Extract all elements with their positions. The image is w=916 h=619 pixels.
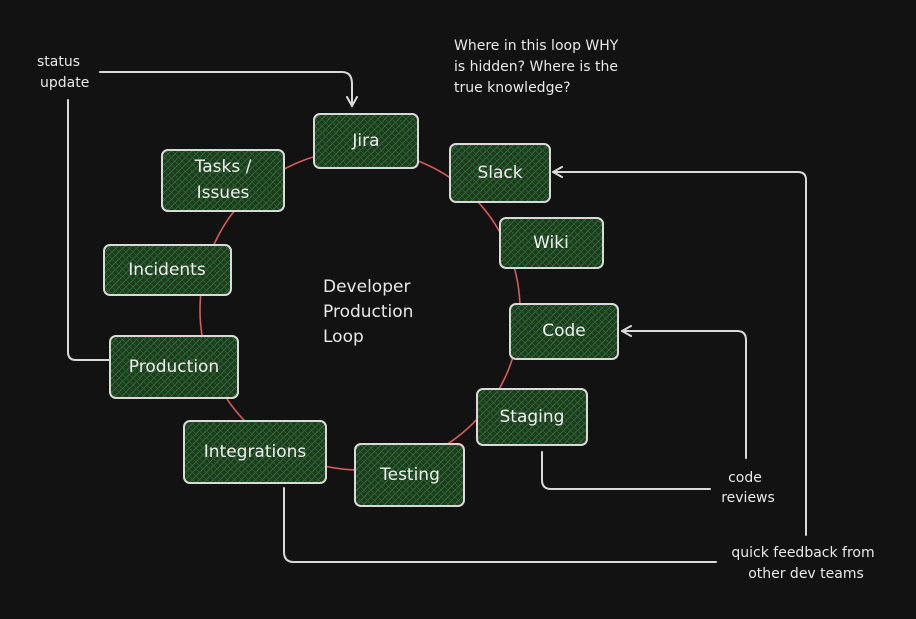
code-reviews-note: code reviews — [721, 470, 775, 506]
node-production-label: Production — [129, 357, 219, 377]
node-integrations[interactable]: Integrations — [183, 420, 327, 484]
node-jira[interactable]: Jira — [313, 113, 419, 169]
quick-feedback-line-1: quick feedback from — [731, 545, 874, 561]
node-staging[interactable]: Staging — [476, 388, 588, 446]
center-title: Developer Production Loop — [323, 277, 413, 347]
node-wiki-label: Wiki — [533, 233, 569, 253]
node-incidents[interactable]: Incidents — [103, 244, 232, 296]
question-line-1: Where in this loop WHY — [454, 38, 619, 54]
node-tasks-label-2: Issues — [197, 183, 250, 203]
node-tasks-label-1: Tasks / — [194, 157, 252, 177]
code-reviews-line-2: reviews — [721, 490, 775, 506]
node-slack-label: Slack — [477, 163, 522, 183]
node-code-label: Code — [542, 321, 586, 341]
code-reviews-line-1: code — [728, 470, 762, 486]
question-text: Where in this loop WHY is hidden? Where … — [454, 38, 619, 96]
node-testing[interactable]: Testing — [354, 443, 465, 507]
integrations-to-feedback-line — [283, 487, 717, 563]
node-testing-label: Testing — [379, 465, 440, 485]
node-jira-label: Jira — [351, 131, 379, 151]
question-line-3: true knowledge? — [454, 80, 571, 96]
node-slack[interactable]: Slack — [449, 143, 551, 203]
center-title-line-2: Production — [323, 302, 413, 322]
status-update-line-2: update — [40, 75, 89, 91]
status-update-arrow — [99, 71, 358, 107]
question-line-2: is hidden? Where is the — [454, 59, 618, 75]
node-production[interactable]: Production — [109, 335, 239, 399]
staging-to-reviews-line — [541, 451, 711, 490]
node-wiki[interactable]: Wiki — [499, 217, 604, 269]
node-tasks-issues[interactable]: Tasks / Issues — [161, 149, 285, 212]
node-incidents-label: Incidents — [128, 260, 206, 280]
quick-feedback-arrow — [552, 166, 807, 536]
center-title-line-1: Developer — [323, 277, 410, 297]
status-update-line-1: status — [37, 54, 80, 70]
quick-feedback-line-2: other dev teams — [748, 566, 864, 582]
code-reviews-arrow — [621, 325, 747, 459]
center-title-line-3: Loop — [323, 327, 364, 347]
status-update-line — [67, 99, 111, 361]
node-integrations-label: Integrations — [204, 442, 307, 462]
node-staging-label: Staging — [500, 407, 565, 427]
quick-feedback-note: quick feedback from other dev teams — [731, 545, 874, 582]
status-update-note: status update — [37, 54, 89, 91]
node-code[interactable]: Code — [509, 303, 619, 360]
